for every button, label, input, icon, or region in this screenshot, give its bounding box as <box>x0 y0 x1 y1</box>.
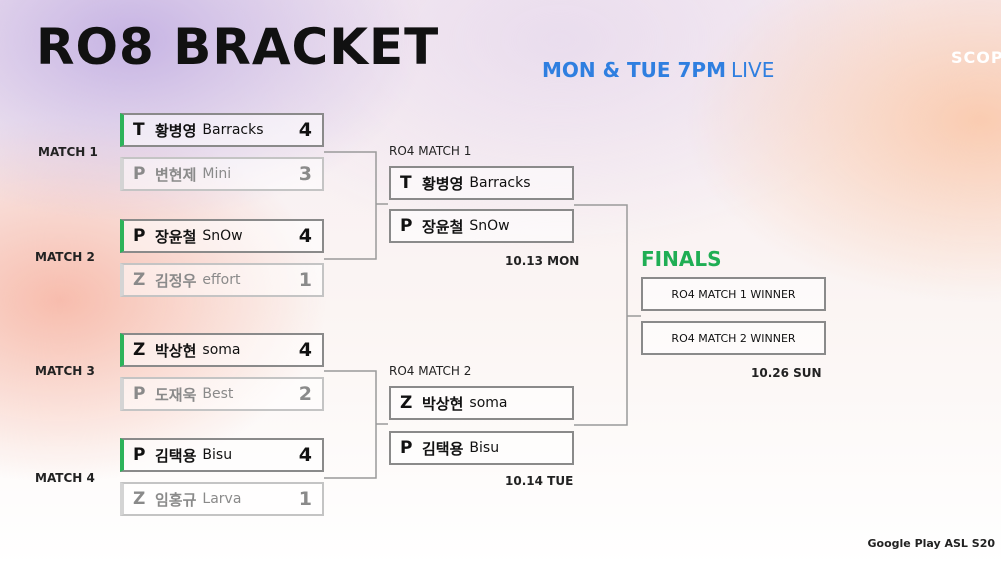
match-4-label: MATCH 4 <box>35 471 95 485</box>
player-name: 김택용 <box>155 446 197 465</box>
player-score: 4 <box>298 225 312 247</box>
player-id: SnOw <box>469 218 510 234</box>
race-badge: P <box>400 438 413 458</box>
race-badge: Z <box>133 340 146 360</box>
race-badge: Z <box>133 270 146 290</box>
match-4-player-1[interactable]: P 김택용 Bisu 4 <box>120 438 324 472</box>
player-id: SnOw <box>202 228 243 244</box>
match-1-player-2[interactable]: P 변현제 Mini 3 <box>120 157 324 191</box>
player-id: effort <box>202 272 241 288</box>
race-badge: Z <box>400 393 413 413</box>
finals-slot-label: RO4 MATCH 2 WINNER <box>671 331 796 345</box>
player-id: soma <box>202 342 241 358</box>
live-text: LIVE <box>731 58 775 82</box>
finals-title: FINALS <box>641 247 722 271</box>
race-badge: Z <box>133 489 146 509</box>
player-score: 4 <box>298 444 312 466</box>
match-2-player-1[interactable]: P 장윤철 SnOw 4 <box>120 219 324 253</box>
race-badge: P <box>133 445 146 465</box>
player-name: 변현제 <box>155 165 197 184</box>
player-name: 김택용 <box>422 439 464 458</box>
ro4-match-1-date: 10.13 MON <box>505 254 580 268</box>
player-score: 2 <box>298 383 312 405</box>
player-name: 장윤철 <box>155 227 197 246</box>
finals-slot-1[interactable]: RO4 MATCH 1 WINNER <box>641 277 826 311</box>
race-badge: T <box>400 173 412 193</box>
player-id: Larva <box>202 491 242 507</box>
finals-date: 10.26 SUN <box>751 366 822 380</box>
ro4-match-2-label: RO4 MATCH 2 <box>389 364 472 378</box>
player-name: 박상현 <box>422 394 464 413</box>
race-badge: P <box>133 384 146 404</box>
match-1-label: MATCH 1 <box>38 145 98 159</box>
finals-slot-label: RO4 MATCH 1 WINNER <box>671 287 796 301</box>
ro4-match-2-date: 10.14 TUE <box>505 474 574 488</box>
ro4-match-1-player-2[interactable]: P 장윤철 SnOw <box>389 209 574 243</box>
player-score: 1 <box>298 269 312 291</box>
player-id: Barracks <box>469 175 531 191</box>
brand-logo: SCOP <box>951 48 1001 67</box>
footer-sponsor: Google Play ASL S20 <box>867 537 996 550</box>
match-3-player-1[interactable]: Z 박상현 soma 4 <box>120 333 324 367</box>
player-name: 임홍규 <box>155 490 197 509</box>
player-id: Mini <box>202 166 232 182</box>
race-badge: P <box>400 216 413 236</box>
player-name: 도재욱 <box>155 385 197 404</box>
ro4-match-2-player-1[interactable]: Z 박상현 soma <box>389 386 574 420</box>
player-name: 장윤철 <box>422 217 464 236</box>
page-title: RO8 BRACKET <box>36 18 440 76</box>
schedule-text: MON & TUE 7PM <box>542 58 726 82</box>
finals-slot-2[interactable]: RO4 MATCH 2 WINNER <box>641 321 826 355</box>
match-4-player-2[interactable]: Z 임홍규 Larva 1 <box>120 482 324 516</box>
player-score: 4 <box>298 339 312 361</box>
player-score: 1 <box>298 488 312 510</box>
race-badge: P <box>133 226 146 246</box>
player-name: 황병영 <box>155 121 197 140</box>
player-id: soma <box>469 395 508 411</box>
player-id: Barracks <box>202 122 264 138</box>
ro4-match-1-label: RO4 MATCH 1 <box>389 144 472 158</box>
race-badge: P <box>133 164 146 184</box>
match-2-label: MATCH 2 <box>35 250 95 264</box>
match-1-player-1[interactable]: T 황병영 Barracks 4 <box>120 113 324 147</box>
player-name: 박상현 <box>155 341 197 360</box>
player-name: 김정우 <box>155 271 197 290</box>
player-name: 황병영 <box>422 174 464 193</box>
race-badge: T <box>133 120 145 140</box>
match-2-player-2[interactable]: Z 김정우 effort 1 <box>120 263 324 297</box>
player-id: Best <box>202 386 234 402</box>
match-3-label: MATCH 3 <box>35 364 95 378</box>
player-score: 3 <box>298 163 312 185</box>
ro4-match-1-player-1[interactable]: T 황병영 Barracks <box>389 166 574 200</box>
ro4-match-2-player-2[interactable]: P 김택용 Bisu <box>389 431 574 465</box>
player-id: Bisu <box>202 447 233 463</box>
match-3-player-2[interactable]: P 도재욱 Best 2 <box>120 377 324 411</box>
player-score: 4 <box>298 119 312 141</box>
player-id: Bisu <box>469 440 500 456</box>
